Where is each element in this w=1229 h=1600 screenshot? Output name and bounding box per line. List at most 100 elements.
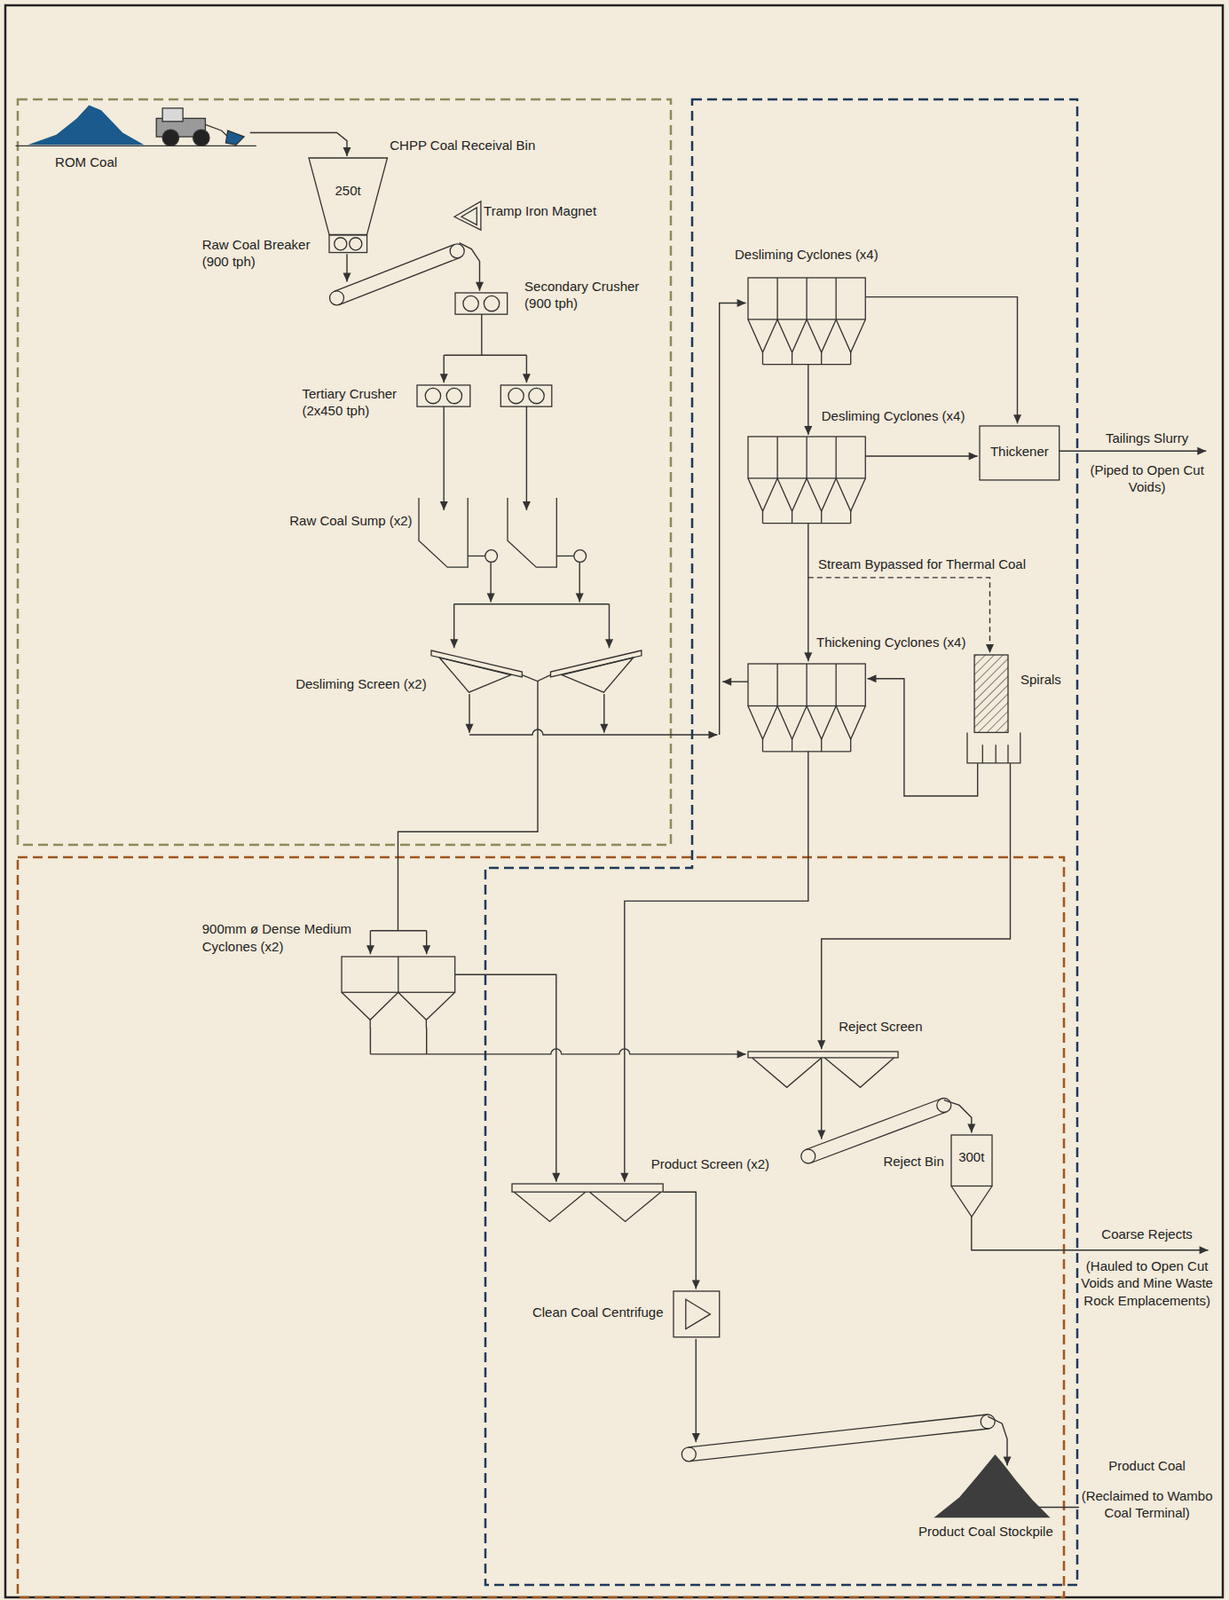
arrowhead bbox=[620, 1173, 629, 1182]
arrowhead bbox=[343, 147, 352, 157]
equipment-node: Product Coal(Reclaimed to Wambo Coal Ter… bbox=[1087, 1457, 1210, 1534]
arrowhead bbox=[737, 1049, 747, 1058]
flow-line bbox=[443, 406, 445, 511]
flow-arrow bbox=[692, 1339, 1012, 1466]
magnet-outline bbox=[454, 201, 481, 230]
crusher-body bbox=[329, 235, 368, 253]
cyclone-divider bbox=[805, 436, 807, 479]
cyclone-spigot bbox=[791, 739, 793, 752]
conveyor-pulley bbox=[330, 291, 345, 306]
equipment-label: Clean Coal Centrifuge bbox=[532, 1303, 664, 1322]
flow-line bbox=[425, 1027, 427, 1055]
cyclone-header bbox=[748, 277, 866, 320]
equipment-node: Thickener bbox=[979, 425, 1060, 481]
cyclone-spigot bbox=[762, 739, 764, 752]
flow-arrow bbox=[343, 243, 485, 292]
flow-line bbox=[455, 974, 557, 1182]
flow-arrow bbox=[1059, 447, 1207, 456]
arrowhead bbox=[692, 1433, 701, 1442]
equipment-label: Desliming Cyclones (x4) bbox=[734, 245, 879, 264]
loader-arm bbox=[204, 124, 230, 139]
equipment-label: Tramp Iron Magnet bbox=[483, 202, 597, 221]
ground-line bbox=[15, 145, 256, 147]
conveyor-belt bbox=[687, 1414, 987, 1448]
flow-line bbox=[370, 1048, 746, 1055]
arrowhead bbox=[440, 373, 449, 383]
cyclone-cone bbox=[806, 319, 836, 353]
equipment-label: Spirals bbox=[1020, 670, 1062, 689]
equipment-label: Coarse Rejects bbox=[1099, 1225, 1195, 1244]
equipment-label: Product Coal bbox=[1106, 1457, 1188, 1475]
flow-arrow bbox=[803, 523, 812, 662]
equipment-symbol bbox=[431, 650, 642, 697]
flow-arrow bbox=[865, 452, 977, 461]
flow-arrow bbox=[366, 680, 538, 954]
equipment-shape bbox=[15, 104, 256, 146]
arrowhead bbox=[605, 638, 614, 648]
equipment-label: Desliming Screen (x2) bbox=[295, 675, 427, 694]
cyclone-divider bbox=[835, 663, 836, 707]
flow-line bbox=[807, 364, 809, 435]
arrowhead bbox=[465, 724, 474, 733]
flow-line bbox=[820, 1058, 822, 1140]
equipment-label: (Piped to Open Cut Voids) bbox=[1087, 461, 1207, 497]
flow-arrow bbox=[663, 1191, 701, 1289]
equipment-shape bbox=[417, 385, 552, 407]
arrowhead bbox=[575, 593, 584, 603]
arrowhead bbox=[449, 638, 458, 648]
equipment-shape bbox=[748, 1051, 899, 1088]
flow-arrow bbox=[971, 1216, 1209, 1254]
cyclone-cone bbox=[806, 705, 836, 740]
flow-arrow bbox=[455, 974, 560, 1182]
conveyor-belt bbox=[805, 1098, 942, 1151]
equipment-node: Desliming Screen (x2) bbox=[431, 650, 642, 697]
equipment-label: Raw Coal Sump (x2) bbox=[289, 512, 412, 530]
screen-hopper bbox=[590, 1191, 662, 1222]
flow-line bbox=[370, 1027, 371, 1055]
cyclone-cone bbox=[341, 992, 399, 1020]
flow-arrow bbox=[803, 364, 812, 435]
equipment-shape bbox=[748, 436, 866, 524]
equipment-label: Product Coal Stockpile bbox=[918, 1522, 1054, 1541]
equipment-shape bbox=[341, 956, 456, 1029]
crusher-roll bbox=[349, 236, 363, 250]
flow-line bbox=[526, 406, 528, 511]
screen-deck bbox=[748, 1051, 899, 1058]
screen-hopper bbox=[440, 657, 513, 693]
pump-pipe bbox=[467, 555, 486, 557]
equipment-node: Product Screen (x2) bbox=[512, 1183, 663, 1222]
arrowhead bbox=[551, 1173, 560, 1182]
conveyor bbox=[330, 244, 465, 306]
magnet-inner bbox=[461, 206, 477, 225]
equipment-symbol bbox=[748, 277, 866, 365]
arrowhead bbox=[366, 945, 375, 954]
equipment-symbol bbox=[454, 201, 481, 230]
cyclone-spigot bbox=[820, 511, 822, 524]
arrowhead bbox=[722, 677, 732, 686]
cyclone-cone bbox=[835, 705, 866, 740]
equipment-shape bbox=[454, 201, 481, 230]
flow-line bbox=[370, 929, 426, 931]
cyclone-spigot bbox=[791, 352, 793, 365]
equipment-node: Reject Screen bbox=[748, 1051, 899, 1090]
cyclone-launder bbox=[762, 522, 851, 524]
loader-cab bbox=[162, 108, 183, 122]
conveyor-pulley bbox=[681, 1447, 696, 1462]
equipment-node: ROM Coal bbox=[25, 102, 251, 149]
equipment-symbol bbox=[673, 1291, 720, 1338]
crusher-body bbox=[417, 385, 471, 407]
equipment-node: Thickening Cyclones (x4) bbox=[748, 663, 866, 752]
spiral-launder bbox=[967, 732, 1021, 765]
conveyor-pulley bbox=[801, 1149, 816, 1164]
equipment-label: CHPP Coal Receival Bin bbox=[389, 136, 536, 155]
cyclone-header bbox=[341, 956, 456, 993]
equipment-node: Secondary Crusher (900 tph) bbox=[455, 292, 508, 315]
flow-line bbox=[624, 750, 809, 1182]
cyclone-divider bbox=[397, 956, 399, 993]
equipment-label: Reject Bin bbox=[882, 1152, 944, 1171]
cyclone-cone bbox=[777, 319, 807, 353]
flow-arrow bbox=[817, 763, 1010, 1049]
cyclone-cone bbox=[748, 705, 778, 740]
